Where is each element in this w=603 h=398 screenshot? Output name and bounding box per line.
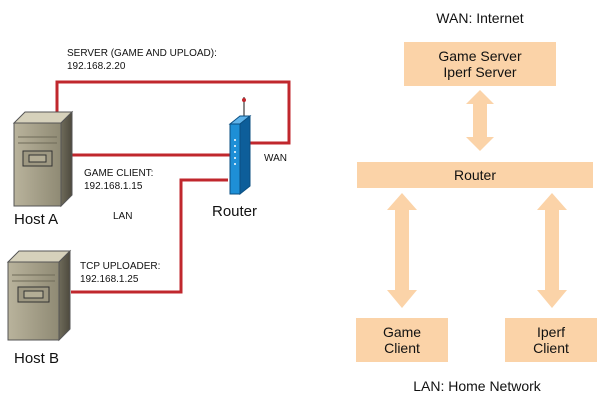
router-box-label: Router bbox=[453, 167, 497, 183]
iperf-client-box: Iperf Client bbox=[505, 318, 597, 362]
arrow-router-game-client bbox=[387, 193, 417, 308]
server-link bbox=[55, 80, 291, 145]
wan-label: WAN bbox=[264, 153, 287, 164]
tcp-uploader-address: 192.168.1.25 bbox=[80, 274, 139, 285]
router-label: Router bbox=[212, 203, 258, 220]
iperf-client-line2: Client bbox=[533, 340, 569, 356]
game-server-label: Game Server bbox=[438, 48, 522, 64]
wan-internet-title: WAN: Internet bbox=[436, 10, 524, 26]
server-label: SERVER (GAME AND UPLOAD): 192.168.2.20 bbox=[67, 47, 217, 73]
game-client-line1: Game bbox=[382, 324, 422, 340]
game-client-line2: Client bbox=[384, 340, 420, 356]
game-client-label: GAME CLIENT: 192.168.1.15 bbox=[84, 167, 153, 193]
host-a-computer-icon bbox=[12, 110, 74, 208]
arrow-server-router bbox=[466, 90, 494, 151]
server-address: 192.168.2.20 bbox=[67, 61, 126, 72]
host-a-label: Host A bbox=[14, 211, 59, 228]
game-client-address: 192.168.1.15 bbox=[84, 181, 143, 192]
host-b-computer-icon bbox=[6, 249, 72, 342]
server-label-line1: SERVER (GAME AND UPLOAD): bbox=[67, 48, 217, 59]
router-box: Router bbox=[357, 162, 593, 188]
tcp-uploader-label: TCP UPLOADER: 192.168.1.25 bbox=[80, 260, 160, 286]
arrow-router-iperf-client bbox=[537, 193, 567, 308]
lan-label: LAN bbox=[113, 211, 133, 222]
game-client-box: Game Client bbox=[356, 318, 448, 362]
game-client-label-line1: GAME CLIENT: bbox=[84, 168, 154, 179]
server-box: Game Server Iperf Server bbox=[404, 42, 556, 86]
network-links bbox=[55, 80, 291, 294]
iperf-client-line1: Iperf bbox=[536, 324, 565, 340]
arrows bbox=[387, 90, 567, 308]
tcp-uploader-link bbox=[71, 178, 228, 294]
lan-home-network-title: LAN: Home Network bbox=[413, 378, 541, 394]
iperf-server-label: Iperf Server bbox=[443, 64, 517, 80]
host-b-label: Host B bbox=[14, 350, 60, 367]
tcp-uploader-label-line1: TCP UPLOADER: bbox=[80, 261, 161, 272]
router-device-icon bbox=[228, 97, 252, 196]
